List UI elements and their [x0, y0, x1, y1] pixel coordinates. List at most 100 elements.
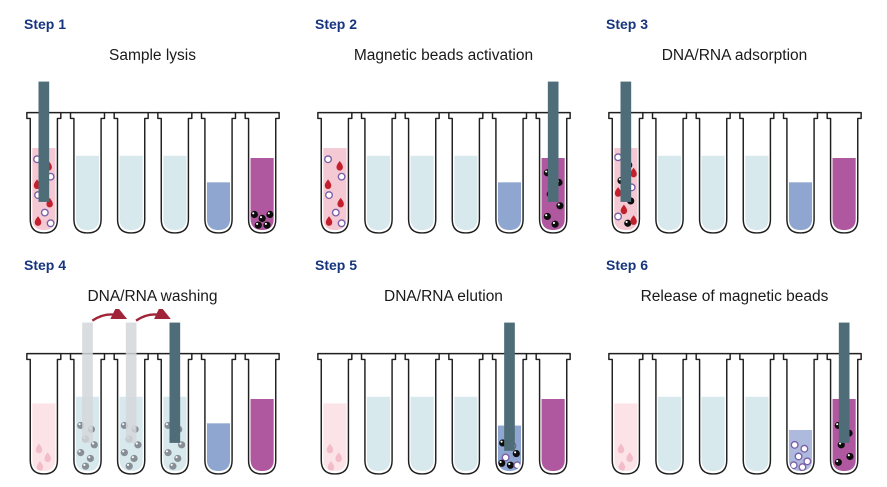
- tube-outline: [782, 111, 818, 234]
- droplet-icon: [44, 451, 51, 462]
- tube-liquid: [453, 155, 477, 231]
- tube-liquid: [410, 396, 434, 471]
- panel-step-3: Step 3 DNA/RNA adsorption: [596, 6, 873, 245]
- magnetic-bead-icon: [254, 221, 262, 229]
- nucleic-acid-circle-icon: [337, 172, 346, 181]
- panel-title: Magnetic beads activation: [353, 47, 534, 64]
- bead-highlight: [126, 463, 129, 466]
- bead-highlight: [77, 422, 81, 425]
- tube-liquid: [497, 182, 521, 231]
- panel-title: DNA/RNA washing: [87, 287, 218, 305]
- tube-liquid: [657, 396, 681, 471]
- magnetic-bead-icon: [834, 458, 842, 466]
- droplet-icon: [626, 451, 633, 462]
- magnetic-bead-icon: [543, 212, 551, 221]
- bead-highlight: [175, 455, 178, 458]
- tube-outline: [738, 111, 775, 234]
- nucleic-acid-circle-icon: [512, 460, 521, 469]
- tube-outline: [69, 111, 105, 234]
- tube-contents: [119, 155, 143, 231]
- tube-outline: [360, 352, 396, 475]
- nucleic-acid-circle-icon: [324, 191, 333, 200]
- gray-bead-icon: [129, 454, 138, 462]
- droplet-icon: [629, 167, 637, 178]
- tube-outline: [447, 352, 484, 475]
- tube-contents: [701, 155, 725, 231]
- tube-liquid: [75, 155, 99, 231]
- tube-liquid: [410, 155, 434, 231]
- bead-highlight: [264, 222, 267, 225]
- nucleic-acid-circle-icon: [501, 452, 510, 461]
- tube-liquid: [788, 182, 812, 231]
- tube-contents: [701, 396, 725, 471]
- magnetic-rod-icon: [168, 322, 180, 443]
- tube-contents: [366, 155, 390, 231]
- tube-outline: [112, 352, 149, 475]
- magnetic-bead-icon: [845, 452, 854, 460]
- step-label: Step 5: [315, 256, 358, 273]
- tube-liquid: [613, 402, 637, 471]
- tube-contents: [788, 429, 812, 471]
- gray-bead-icon: [76, 448, 84, 456]
- gray-bead-icon: [86, 454, 94, 462]
- bead-highlight: [835, 422, 838, 425]
- magnetic-rod-icon: [503, 322, 515, 451]
- magnetic-bead-icon: [250, 210, 258, 219]
- tube-strip: [14, 68, 291, 241]
- tube-outline: [360, 111, 396, 234]
- transfer-arrow-icon: [91, 308, 127, 322]
- tube-strip-svg: [607, 81, 862, 234]
- tube-contents: [613, 402, 637, 471]
- bead-highlight: [544, 170, 547, 173]
- tube-contents: [410, 155, 434, 231]
- magnetic-bead-icon: [623, 219, 631, 227]
- droplet-icon: [35, 443, 42, 453]
- bead-highlight: [121, 449, 124, 452]
- tube-outline: [738, 352, 775, 475]
- tube-contents: [497, 182, 521, 231]
- tube-strip: [14, 308, 291, 482]
- bead-highlight: [87, 455, 90, 458]
- bead-highlight: [251, 212, 254, 215]
- nucleic-acid-circle-icon: [797, 462, 806, 471]
- panel-title: Release of magnetic beads: [640, 287, 829, 305]
- bead-highlight: [259, 216, 262, 219]
- bead-highlight: [835, 459, 838, 462]
- tube-liquid: [541, 398, 565, 471]
- droplet-icon: [614, 187, 621, 197]
- tube-contents: [31, 402, 55, 471]
- bead-highlight: [267, 212, 270, 215]
- bead-highlight: [135, 442, 138, 445]
- gray-bead-icon: [173, 454, 181, 462]
- tube-outline: [200, 111, 236, 234]
- bead-highlight: [121, 422, 124, 425]
- tube-contents: [788, 182, 812, 231]
- tube-liquid: [322, 402, 346, 471]
- tube-contents: [453, 396, 477, 471]
- bead-highlight: [91, 442, 94, 445]
- tube-contents: [657, 155, 681, 231]
- magnetic-bead-icon: [551, 220, 559, 228]
- tube-liquid: [206, 422, 230, 471]
- tube-liquid: [31, 402, 55, 471]
- step-label: Step 3: [606, 16, 649, 32]
- tube-outline: [200, 352, 236, 475]
- tube-outline: [825, 111, 862, 234]
- nucleic-acid-circle-icon: [802, 456, 811, 465]
- tube-liquid: [744, 155, 768, 231]
- gray-bead-icon: [168, 462, 176, 470]
- droplet-icon: [629, 215, 637, 225]
- tube-outline: [316, 111, 353, 234]
- step-label: Step 1: [24, 16, 67, 32]
- tube-strip: [305, 68, 582, 241]
- tube-liquid: [119, 155, 143, 231]
- tube-outline: [316, 352, 353, 475]
- tube-outline: [651, 111, 687, 234]
- magnetic-bead-icon: [497, 459, 505, 467]
- bead-highlight: [557, 203, 560, 206]
- bead-highlight: [507, 462, 510, 465]
- tube-strip: [596, 68, 873, 241]
- droplet-icon: [36, 460, 43, 471]
- droplet-icon: [335, 451, 342, 462]
- tube-strip-svg: [607, 322, 862, 475]
